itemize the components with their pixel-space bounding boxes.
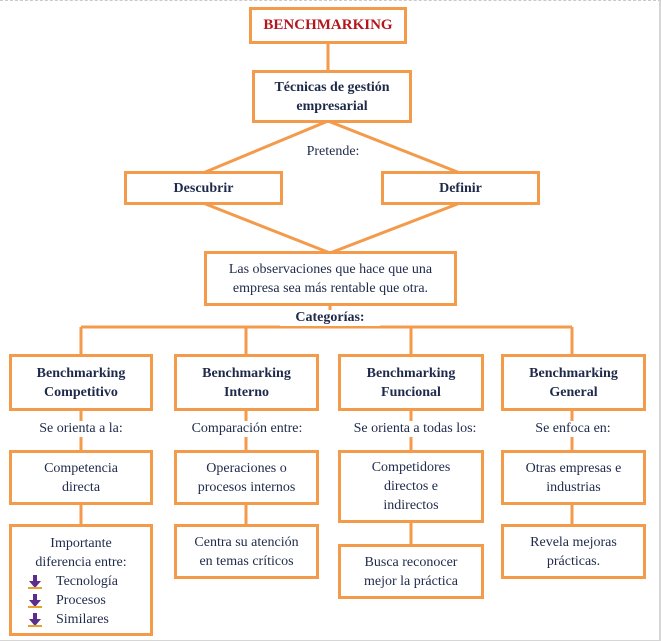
note-general-box: Revela mejoras prácticas. (501, 524, 646, 579)
note-item-label: Tecnología (56, 574, 118, 589)
note-competitivo-box: Importante diferencia entre: Tecnología … (9, 524, 153, 636)
category-competitivo-box: Benchmarking Competitivo (9, 354, 153, 411)
category-general-box: Benchmarking General (501, 354, 646, 411)
goal-descubrir-box: Descubrir (124, 171, 283, 205)
goal-definir-box: Definir (381, 171, 540, 205)
connector-root-descubrir (202, 119, 329, 175)
connector-descubrir-observation (202, 201, 331, 255)
pretende-label: Pretende: (298, 144, 368, 160)
observation-box: Las observaciones que hace que una empre… (204, 251, 457, 306)
note-item-label: Procesos (56, 593, 106, 608)
arrow-down-bullet-icon (28, 574, 42, 589)
arrow-down-bullet-icon (28, 593, 42, 608)
list-item: Procesos (28, 591, 150, 610)
connector-label-competitivo: Se orienta a la: (26, 421, 136, 437)
root-box: Técnicas de gestión empresarial (252, 70, 412, 123)
title-box: BENCHMARKING (249, 7, 407, 44)
connector-label-funcional: Se orienta a todas los: (344, 421, 486, 437)
arrow-down-bullet-icon (28, 612, 42, 627)
note-item-label: Similares (56, 612, 109, 627)
note-competitivo-intro: Importante diferencia entre: (35, 536, 127, 570)
connector-label-interno: Comparación entre: (183, 421, 311, 437)
list-item: Tecnología (28, 572, 150, 591)
connector-label-general: Se enfoca en: (530, 421, 616, 437)
category-interno-box: Benchmarking Interno (174, 354, 319, 411)
categories-label: Categorías: (280, 310, 380, 326)
connector-root-definir (327, 119, 461, 175)
detail-competitivo-box: Competencia directa (9, 450, 153, 505)
detail-funcional-box: Competidores directos e indirectos (338, 450, 484, 523)
connector-definir-observation (329, 201, 461, 255)
detail-interno-box: Operaciones o procesos internos (174, 450, 319, 505)
note-competitivo-list: Tecnología Procesos Similares (12, 572, 150, 629)
list-item: Similares (28, 610, 150, 629)
category-funcional-box: Benchmarking Funcional (338, 354, 484, 411)
note-interno-box: Centra su atención en temas críticos (174, 524, 319, 579)
detail-general-box: Otras empresas e industrias (501, 450, 646, 505)
note-funcional-box: Busca reconocer mejor la práctica (338, 544, 484, 599)
